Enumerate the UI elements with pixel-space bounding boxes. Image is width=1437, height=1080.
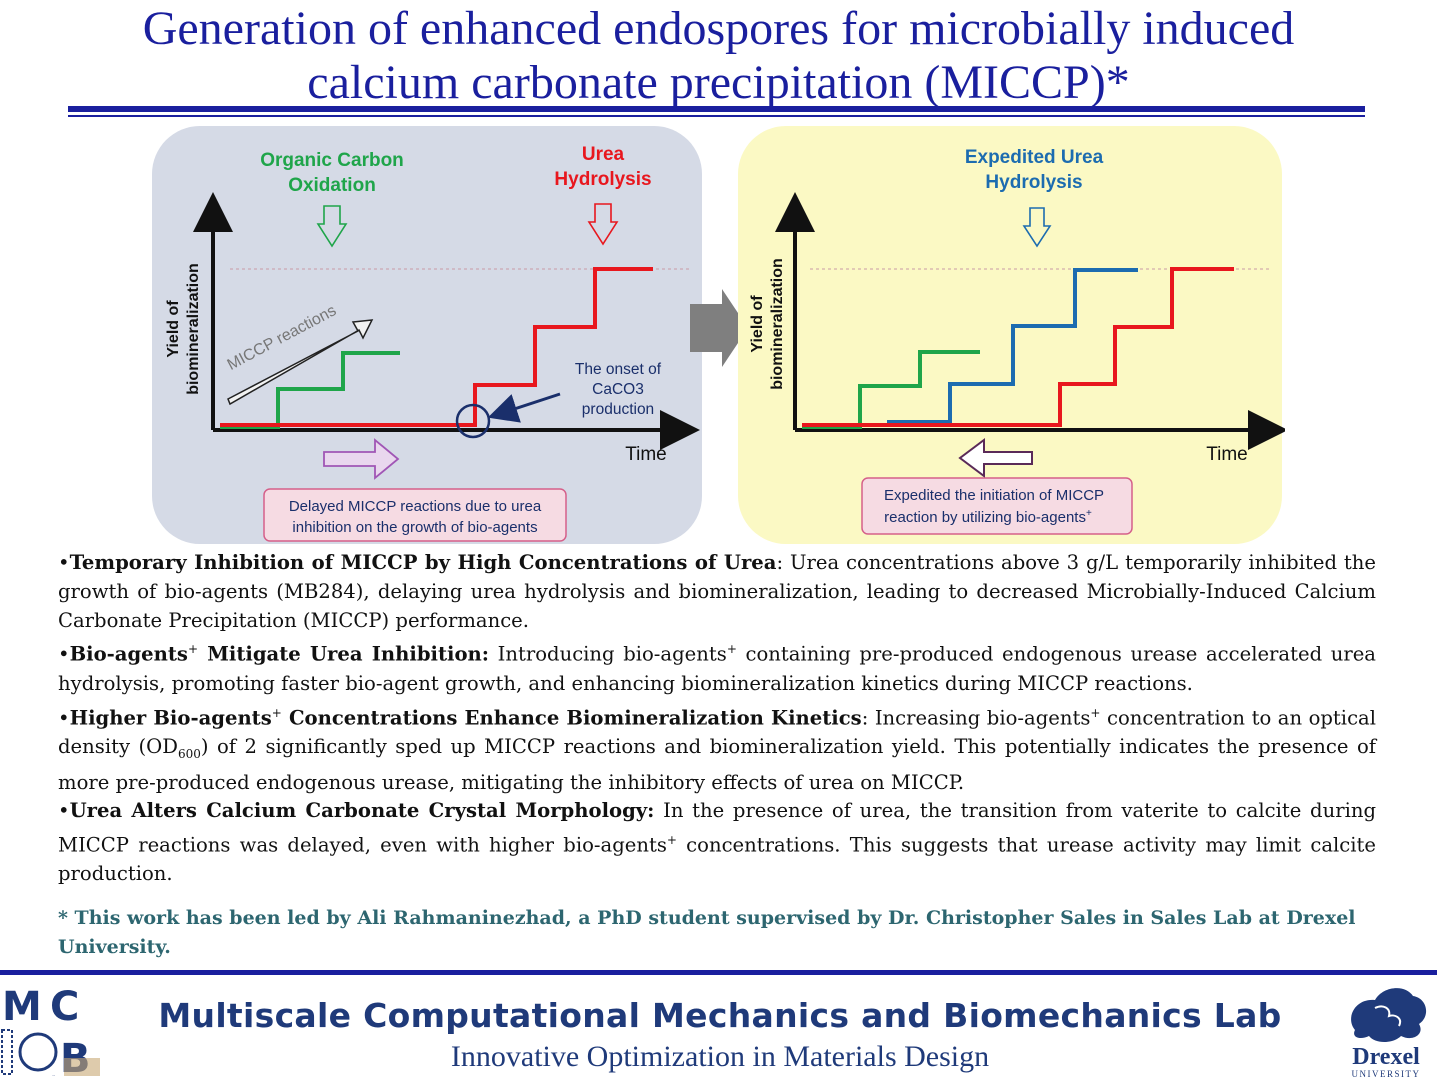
finding-3-body-a: : Increasing bio-agents xyxy=(861,706,1091,730)
finding-4: •Urea Alters Calcium Carbonate Crystal M… xyxy=(58,797,1376,889)
left-oxidation-label-1: Organic Carbon xyxy=(260,150,404,171)
drexel-logo-text-1: Drexel xyxy=(1352,1044,1420,1070)
left-note-box xyxy=(263,488,567,542)
finding-4-body-b: concentrations. This suggests that ureas… xyxy=(58,833,1377,886)
lab-name: Multiscale Computational Mechanics and B… xyxy=(158,996,1282,1035)
right-note-box xyxy=(861,477,1133,535)
bullet-mark: • xyxy=(58,642,70,666)
svg-text:C: C xyxy=(50,984,79,1030)
mcmb-logo: M C B MCMB xyxy=(0,980,104,1080)
finding-4-sup: + xyxy=(666,833,677,848)
finding-3-sup: + xyxy=(271,705,282,720)
left-arrow-purple-icon xyxy=(958,438,1033,478)
down-arrow-red-icon xyxy=(587,203,619,246)
left-hydrolysis-label-1: Urea xyxy=(582,144,625,165)
schematic-svg: Organic Carbon Oxidation Urea Hydrolysis… xyxy=(152,126,1285,544)
down-arrow-green-icon xyxy=(316,205,348,248)
right-blue-step-line xyxy=(887,268,1138,424)
finding-3-sub: 600 xyxy=(177,746,201,761)
onset-label-1: The onset of xyxy=(575,361,662,378)
onset-label-2: CaCO3 xyxy=(592,381,644,398)
finding-2-body-b: containing pre-produced endogenous ureas… xyxy=(58,642,1376,695)
left-red-step-line xyxy=(220,267,653,427)
left-ylabel-1: Yield of xyxy=(165,300,182,358)
mcmb-logo-text: MCMB xyxy=(52,1075,55,1077)
finding-3-body-c: ) of 2 significantly sped up MICCP react… xyxy=(58,734,1376,794)
onset-label-3: production xyxy=(582,401,654,418)
right-red-step-line xyxy=(802,267,1234,427)
bullet-mark: • xyxy=(58,706,70,730)
finding-1: •Temporary Inhibition of MICCP by High C… xyxy=(58,549,1376,635)
right-note-line-1: Expedited the initiation of MICCP xyxy=(884,487,1104,504)
title-line-1: Generation of enhanced endospores for mi… xyxy=(142,2,1295,55)
finding-3: •Higher Bio-agents+ Concentrations Enhan… xyxy=(58,699,1376,798)
credit-note: * This work has been led by Ali Rahmanin… xyxy=(58,907,1356,958)
title-rule-thick xyxy=(68,106,1365,112)
left-panel-background xyxy=(152,126,702,544)
panel-transition-arrow-icon xyxy=(690,289,748,367)
right-hydrolysis-label-1: Expedited Urea xyxy=(965,147,1104,168)
right-arrow-purple-icon xyxy=(323,438,400,480)
onset-pointer-arrow xyxy=(487,392,561,423)
drexel-logo-svg: Drexel UNIVERSITY xyxy=(1351,988,1427,1079)
finding-2-body-sup: + xyxy=(726,642,737,657)
bullet-mark: • xyxy=(58,799,70,823)
findings-list: •Temporary Inhibition of MICCP by High C… xyxy=(58,549,1376,889)
finding-2-sup: + xyxy=(187,642,199,657)
title-rule-thin xyxy=(68,115,1365,117)
svg-text:M: M xyxy=(2,984,42,1030)
right-panel-background xyxy=(738,126,1282,544)
left-note-line-1: Delayed MICCP reactions due to urea xyxy=(289,498,542,515)
drexel-logo-text-2: UNIVERSITY xyxy=(1352,1069,1421,1079)
left-hydrolysis-label-2: Hydrolysis xyxy=(554,169,651,190)
left-ylabel-2: biomineralization xyxy=(185,263,202,395)
schematic-figure: Organic Carbon Oxidation Urea Hydrolysis… xyxy=(150,124,1285,546)
finding-4-body-a: In the presence of urea, the transition … xyxy=(58,799,1376,857)
drexel-logo: Drexel UNIVERSITY xyxy=(1335,978,1437,1080)
footer-rule xyxy=(0,970,1437,975)
poster-title: Generation of enhanced endospores for mi… xyxy=(0,2,1437,110)
finding-1-head: Temporary Inhibition of MICCP by High Co… xyxy=(69,551,777,574)
down-arrow-blue-icon xyxy=(1022,207,1052,248)
finding-1-body: : Urea concentrations above 3 g/L tempor… xyxy=(58,551,1376,632)
finding-4-head: Urea Alters Calcium Carbonate Crystal Mo… xyxy=(69,799,655,823)
finding-2-body-a: Introducing bio-agents xyxy=(489,642,727,666)
finding-2: •Bio-agents+ Mitigate Urea Inhibition: I… xyxy=(58,635,1376,698)
left-oxidation-label-2: Oxidation xyxy=(288,175,376,196)
right-ylabel-1: Yield of xyxy=(749,295,766,353)
right-note-line-2: reaction by utilizing bio-agents+ xyxy=(884,508,1092,526)
finding-3-body-sup: + xyxy=(1090,705,1101,720)
finding-3-head-b: Concentrations Enhance Biomineralization… xyxy=(281,706,862,730)
right-ylabel-2: biomineralization xyxy=(769,258,786,390)
finding-3-body-b: concentration to an optical density (OD xyxy=(58,706,1376,758)
left-panel: Organic Carbon Oxidation Urea Hydrolysis… xyxy=(152,126,702,544)
finding-2-head-b: Mitigate Urea Inhibition: xyxy=(198,642,490,666)
finding-3-head-a: Higher Bio-agents xyxy=(69,706,272,730)
right-panel: Expedited Urea Hydrolysis Yield of biomi… xyxy=(738,126,1285,544)
right-note-line-2-text: reaction by utilizing bio-agents xyxy=(884,509,1086,526)
right-note-sup: + xyxy=(1086,508,1092,519)
right-xlabel: Time xyxy=(1206,444,1248,465)
lab-tagline: Innovative Optimization in Materials Des… xyxy=(450,1040,990,1073)
bullet-mark: • xyxy=(58,551,70,574)
finding-2-head-a: Bio-agents xyxy=(69,642,188,666)
left-xlabel: Time xyxy=(625,444,667,465)
left-note-line-2: inhibition on the growth of bio-agents xyxy=(292,519,537,536)
title-line-2: calcium carbonate precipitation (MICCP)* xyxy=(307,56,1130,109)
right-hydrolysis-label-2: Hydrolysis xyxy=(985,172,1082,193)
mcmb-logo-svg: M C B MCMB xyxy=(0,980,104,1080)
